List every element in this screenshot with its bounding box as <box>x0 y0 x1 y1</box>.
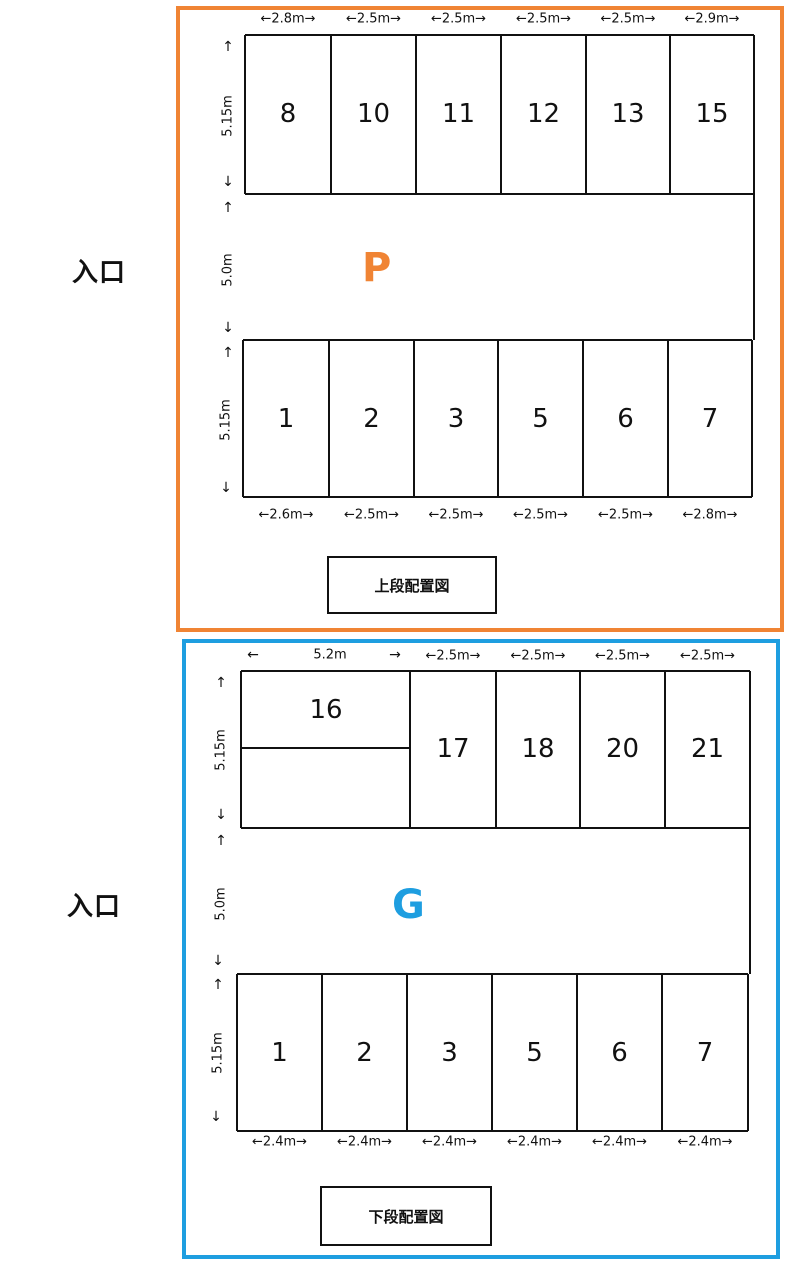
up-arrow-icon: ↑ <box>215 833 227 849</box>
space-width-label: ←2.5m→ <box>430 11 487 27</box>
parking-space-number: 6 <box>611 1038 628 1068</box>
down-arrow-icon: ↓ <box>210 1109 222 1125</box>
upper-layout-caption: 上段配置図 <box>327 556 497 614</box>
parking-space-number: 15 <box>695 99 729 129</box>
depth-label: 5.15m <box>218 399 234 441</box>
lower-entrance-label: 入口 <box>67 892 122 922</box>
parking-space-number: 1 <box>277 404 295 434</box>
parking-space-number: 7 <box>701 404 719 434</box>
down-arrow-icon: ↓ <box>222 174 234 190</box>
space-width-label: ←2.5m→ <box>597 507 654 523</box>
parking-space-number: 5 <box>526 1038 543 1068</box>
upper-zone-label: P <box>362 245 392 291</box>
depth-label: 5.15m <box>213 729 229 771</box>
parking-space-number: 5 <box>532 404 549 434</box>
parking-space-number: 16 <box>309 695 343 725</box>
parking-space-number: 2 <box>363 404 380 434</box>
space-width-label: ←2.5m→ <box>600 11 656 27</box>
parking-space-number: 13 <box>611 99 645 129</box>
parking-space-number: 18 <box>521 734 555 764</box>
parking-space-number: 8 <box>279 99 297 129</box>
parking-space-number: 20 <box>605 734 640 764</box>
parking-space-number: 3 <box>447 404 465 434</box>
parking-space-number: 12 <box>526 99 561 129</box>
space-width-label: ←2.4m→ <box>677 1134 733 1150</box>
aisle-width-label: 5.0m <box>213 887 229 921</box>
up-arrow-icon: ↑ <box>222 39 234 55</box>
down-arrow-icon: ↓ <box>215 807 227 823</box>
depth-label: 5.15m <box>210 1032 226 1074</box>
down-arrow-icon: ↓ <box>212 953 224 969</box>
space-width-label: ←2.5m→ <box>512 507 569 523</box>
space-width-label: ←2.6m→ <box>258 507 314 523</box>
up-arrow-icon: ↑ <box>212 977 224 993</box>
space-width-label: ←2.4m→ <box>336 1134 393 1150</box>
space-width-label: ←2.8m→ <box>682 507 738 523</box>
space-width-label: 5.2m <box>313 647 347 663</box>
parking-space-number: 2 <box>356 1038 373 1068</box>
space-width-label: ←2.5m→ <box>345 11 402 27</box>
space-width-label: ←2.9m→ <box>684 11 740 27</box>
space-width-label: ←2.8m→ <box>260 11 316 27</box>
space-width-label: ←2.5m→ <box>343 507 400 523</box>
parking-space-number: 11 <box>441 99 476 129</box>
parking-space-number: 1 <box>271 1038 288 1068</box>
lower-zone-label: G <box>392 882 425 928</box>
lower-layout-caption: 下段配置図 <box>320 1186 492 1246</box>
space-width-label: ←2.4m→ <box>506 1134 563 1150</box>
up-arrow-icon: ↑ <box>222 200 234 216</box>
parking-space-number: 17 <box>436 734 470 764</box>
space-width-label: ←2.5m→ <box>679 648 736 664</box>
upper-level-panel <box>176 6 784 632</box>
upper-entrance-label: 入口 <box>72 258 127 288</box>
space-width-label: ←2.5m→ <box>428 507 484 523</box>
aisle-width-label: 5.0m <box>220 253 236 287</box>
depth-label: 5.15m <box>220 95 236 137</box>
left-arrow-icon: ← <box>247 647 259 663</box>
parking-space-number: 7 <box>696 1038 714 1068</box>
space-width-label: ←2.5m→ <box>425 648 481 664</box>
space-width-label: ←2.4m→ <box>421 1134 478 1150</box>
down-arrow-icon: ↓ <box>222 320 234 336</box>
parking-space-number: 10 <box>356 99 391 129</box>
space-width-label: ←2.5m→ <box>594 648 651 664</box>
space-width-label: ←2.4m→ <box>251 1134 308 1150</box>
parking-space-number: 3 <box>441 1038 458 1068</box>
space-width-label: ←2.5m→ <box>510 648 566 664</box>
parking-space-number: 6 <box>617 404 634 434</box>
up-arrow-icon: ↑ <box>222 345 234 361</box>
space-width-label: ←2.4m→ <box>591 1134 648 1150</box>
lower-level-panel <box>182 639 780 1259</box>
up-arrow-icon: ↑ <box>215 675 227 691</box>
down-arrow-icon: ↓ <box>220 480 232 496</box>
parking-space-number: 21 <box>690 734 725 764</box>
right-arrow-icon: → <box>389 647 401 663</box>
space-width-label: ←2.5m→ <box>515 11 572 27</box>
